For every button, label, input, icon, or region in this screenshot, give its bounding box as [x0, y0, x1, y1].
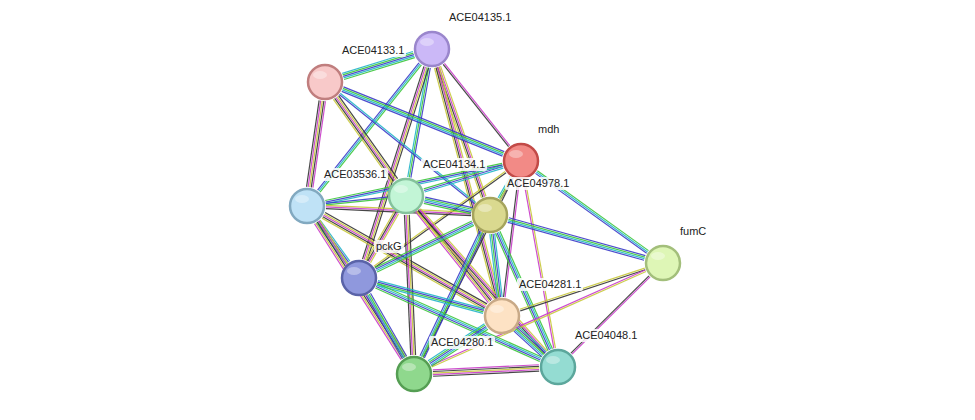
node-circle [413, 30, 451, 68]
node-circle [502, 142, 540, 180]
node-circle [483, 297, 521, 335]
interaction-edge [366, 293, 406, 358]
interaction-edge [514, 326, 546, 356]
node-circle [288, 187, 326, 225]
interaction-edge [316, 220, 350, 264]
node-circle [306, 63, 344, 101]
node-label: ACE04134.1 [421, 158, 487, 171]
interaction-edge [362, 66, 428, 260]
protein-node: fumC [644, 244, 682, 282]
interaction-edge [424, 197, 472, 214]
protein-node: ACE04134.1 [387, 177, 425, 215]
node-label: ACE04135.1 [447, 11, 513, 24]
node-label: ACE04280.1 [429, 336, 495, 349]
node-circle [539, 348, 577, 386]
node-label: pckG [374, 240, 404, 253]
interaction-edge [375, 284, 541, 362]
node-circle [387, 177, 425, 215]
interaction-edge [342, 87, 505, 156]
node-label: fumC [678, 225, 708, 238]
node-label: ACE04048.1 [573, 329, 639, 342]
protein-node: pckG [340, 259, 378, 297]
node-circle [471, 196, 509, 234]
node-circle [340, 259, 378, 297]
protein-node: ACE04133.1 [306, 63, 344, 101]
interaction-edge [366, 211, 398, 262]
interaction-edge [404, 215, 415, 355]
protein-node: ACE04280.1 [395, 355, 433, 393]
protein-node: mdh [502, 142, 540, 180]
node-label: mdh [536, 123, 561, 136]
protein-node: ACE04978.1 [471, 196, 509, 234]
node-label: ACE03536.1 [322, 168, 388, 181]
node-label: ACE04978.1 [505, 177, 571, 190]
node-label: ACE04281.1 [517, 278, 583, 291]
node-label: ACE04133.1 [340, 44, 406, 57]
protein-node: ACE04135.1 [413, 30, 451, 68]
node-circle [395, 355, 433, 393]
protein-node: ACE03536.1 [288, 187, 326, 225]
node-circle [644, 244, 682, 282]
protein-node: ACE04281.1 [483, 297, 521, 335]
interaction-edge [431, 270, 646, 367]
interaction-edge [326, 197, 387, 205]
interaction-edge [433, 365, 539, 377]
protein-node: ACE04048.1 [539, 348, 577, 386]
interaction-edge [508, 218, 646, 260]
